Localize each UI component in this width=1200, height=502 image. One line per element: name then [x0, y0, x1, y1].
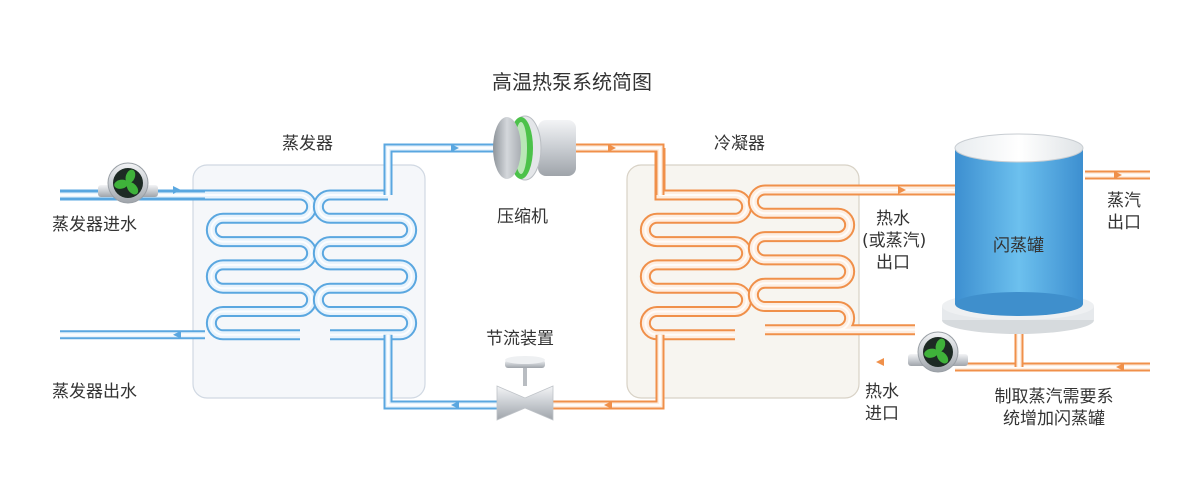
evaporator-outlet-label: 蒸发器出水: [52, 382, 137, 402]
hot-water-outlet-line-3: 出口: [876, 253, 910, 273]
evaporator-inlet-arrow: [173, 186, 181, 194]
note-line-1: 制取蒸汽需要系: [994, 387, 1114, 407]
condenser-coil-right: [747, 184, 955, 336]
hot-water-outlet-line-1: 热水: [876, 209, 910, 229]
hot-water-outlet-label: 热水 (或蒸汽) 出口: [862, 208, 927, 274]
evaporator-outlet-arrow: [173, 330, 181, 339]
discharge-line: [576, 143, 665, 195]
evaporator-label: 蒸发器: [282, 134, 333, 154]
evaporator-coil-left: [60, 189, 318, 341]
liquid-line-cold: [383, 334, 500, 410]
condenser-coil-left: [639, 148, 753, 341]
evaporator-inlet-pump: [98, 162, 158, 204]
compressor: [493, 115, 576, 181]
suction-line: [383, 143, 495, 195]
compressor-label: 压缩机: [497, 207, 548, 227]
liquid-line-hot: [553, 334, 665, 410]
return-arrow: [1116, 363, 1124, 371]
hot-water-inlet-pump: [908, 331, 968, 373]
evaporator-inlet-label: 蒸发器进水: [52, 215, 137, 235]
liquid-cold-arrow: [451, 401, 459, 409]
flash-tank: [942, 133, 1094, 334]
throttle-label: 节流装置: [486, 329, 554, 349]
note-line-2: 统增加闪蒸罐: [1003, 409, 1105, 429]
hot-water-inlet-line-1: 热水: [865, 382, 899, 402]
diagram-title: 高温热泵系统简图: [492, 70, 652, 94]
condenser-label: 冷凝器: [714, 134, 765, 154]
hot-water-outlet-line-2: (或蒸汽): [862, 231, 927, 251]
steam-outlet-line-2: 出口: [1107, 213, 1141, 233]
liquid-hot-arrow: [604, 401, 612, 409]
suction-arrow: [451, 144, 459, 152]
hot-water-inlet-label: 热水 进口: [865, 381, 899, 425]
steam-arrow: [1114, 171, 1122, 179]
throttle-valve: [496, 356, 554, 421]
discharge-arrow: [608, 144, 616, 152]
steam-outlet-label: 蒸汽 出口: [1107, 190, 1141, 234]
flash-tank-note: 制取蒸汽需要系 统增加闪蒸罐: [984, 386, 1124, 430]
evaporator-coil-right: [312, 189, 418, 341]
hot-water-inlet-line-2: 进口: [865, 404, 899, 424]
hot-inlet-arrow: [876, 358, 884, 366]
flash-tank-label: 闪蒸罐: [993, 236, 1044, 256]
hot-outlet-arrow: [898, 186, 906, 194]
steam-outlet-line-1: 蒸汽: [1107, 191, 1141, 211]
